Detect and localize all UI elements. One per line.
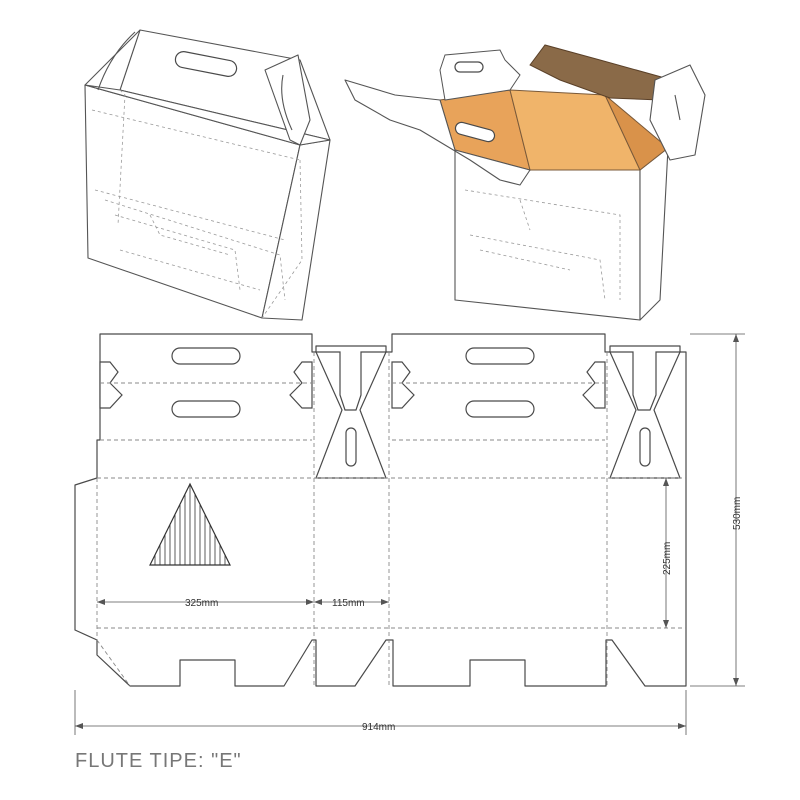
open-box-front-flap-slot — [454, 121, 496, 143]
left-panel-notch-left — [99, 361, 123, 409]
left-panel-handle-hole-2 — [171, 400, 241, 418]
right-panel-handle-hole-2 — [465, 400, 535, 418]
open-box-hidden-lines — [464, 189, 621, 301]
open-box-front-flap — [344, 79, 531, 186]
dim-label-914: 914mm — [362, 722, 395, 733]
dim-label-325: 325mm — [185, 598, 218, 609]
right-panel-notch-right — [582, 361, 606, 409]
open-box-right-tab — [649, 64, 706, 161]
right-panel-handle-hole-1 — [465, 347, 535, 365]
open-box-front-face — [454, 149, 641, 321]
dimension-total-width: 914mm — [74, 690, 687, 735]
hatched-triangle — [149, 482, 231, 566]
closed-box-hidden-lines-2 — [117, 89, 303, 319]
dieline-outer-cut — [74, 333, 687, 687]
open-box-right-tab-slot — [674, 94, 681, 121]
closed-box-illustration — [84, 29, 331, 321]
dimension-total-height: 530mm — [690, 333, 745, 687]
open-box-left-flap-slot — [454, 61, 484, 73]
dimension-panel-width: 325mm — [97, 598, 314, 609]
open-box-right-face — [639, 147, 669, 321]
left-panel-handle-hole-1 — [171, 347, 241, 365]
dim-label-530: 530mm — [732, 497, 743, 530]
flute-type-label: FLUTE TIPE: "E" — [75, 750, 242, 772]
closed-box-tab-slot — [281, 74, 293, 131]
closed-box-side-tab — [264, 54, 311, 146]
open-box-illustration — [344, 44, 706, 321]
closed-box-top-edge — [84, 84, 331, 146]
fold-lines — [96, 352, 686, 687]
closed-box-handle-slot — [174, 51, 238, 77]
side-right-slot — [639, 427, 651, 467]
dim-label-115: 115mm — [332, 598, 365, 609]
open-box-inner-right — [604, 94, 669, 171]
dieline: 325mm 115mm 225mm 530mm — [74, 333, 745, 735]
open-box-inner-back — [509, 89, 641, 171]
dim-label-225: 225mm — [662, 542, 673, 575]
side-left-slot — [345, 427, 357, 467]
closed-box-left-tab — [97, 31, 136, 91]
dimension-side-width: 115mm — [314, 598, 389, 609]
right-panel-notch-left — [391, 361, 415, 409]
dimension-panel-height: 225mm — [662, 478, 673, 628]
left-panel-notch-right — [289, 361, 313, 409]
closed-box-hidden-lines — [91, 109, 301, 301]
